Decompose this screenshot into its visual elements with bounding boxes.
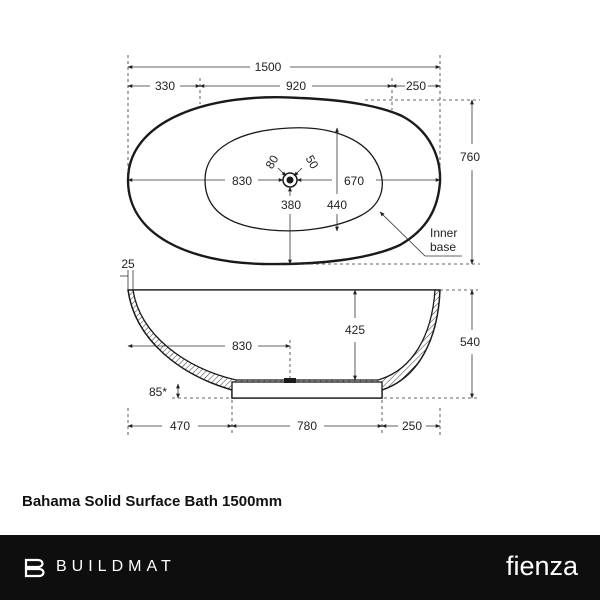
dim-left-offset: 330 bbox=[155, 79, 175, 93]
dim-inner-width: 440 bbox=[327, 198, 347, 212]
dim-base-left: 470 bbox=[170, 419, 190, 433]
side-base-plinth bbox=[231, 381, 383, 399]
dim-base-right: 250 bbox=[402, 419, 422, 433]
dim-waste-y: 50 bbox=[303, 153, 322, 172]
dim-base-angle: 85* bbox=[149, 385, 167, 399]
footer-bar: BUILDMAT fienza bbox=[0, 535, 600, 600]
dim-inner-depth: 425 bbox=[345, 323, 365, 337]
side-view bbox=[127, 289, 441, 399]
dim-base-span: 780 bbox=[297, 419, 317, 433]
dim-side-waste-to-left: 830 bbox=[232, 339, 252, 353]
side-inner-bowl bbox=[132, 289, 436, 381]
dim-waste-to-right: 670 bbox=[344, 174, 364, 188]
dim-waste-x: 80 bbox=[263, 152, 282, 171]
buildmat-logo-icon bbox=[24, 558, 45, 578]
side-waste-icon bbox=[284, 378, 296, 383]
fienza-brand: fienza bbox=[505, 551, 578, 581]
top-outer-outline bbox=[126, 96, 442, 266]
dim-waste-to-left: 830 bbox=[232, 174, 252, 188]
side-dimension-labels: 25 830 425 540 85* 470 780 250 bbox=[121, 257, 480, 433]
top-dimension-labels: 1500 330 920 250 760 830 670 380 440 80 … bbox=[155, 60, 480, 254]
dim-waste-to-front: 380 bbox=[281, 198, 301, 212]
top-inner-outline bbox=[204, 127, 383, 232]
dim-rim-thickness: 25 bbox=[121, 257, 135, 271]
product-title: Bahama Solid Surface Bath 1500mm bbox=[22, 493, 283, 510]
top-dimension-lines bbox=[127, 55, 480, 265]
inner-base-label-line2: base bbox=[430, 240, 456, 254]
inner-base-label-line1: Inner bbox=[430, 226, 457, 240]
top-view bbox=[126, 96, 442, 266]
dim-overall-height: 540 bbox=[460, 335, 480, 349]
technical-drawing: 1500 330 920 250 760 830 670 380 440 80 … bbox=[120, 55, 480, 436]
side-dimension-lines bbox=[120, 270, 478, 436]
dim-middle-span: 920 bbox=[286, 79, 306, 93]
dim-right-offset-top: 250 bbox=[406, 79, 426, 93]
buildmat-brand: BUILDMAT bbox=[56, 558, 176, 575]
dim-overall-width: 760 bbox=[460, 150, 480, 164]
dim-overall-length: 1500 bbox=[255, 60, 282, 74]
